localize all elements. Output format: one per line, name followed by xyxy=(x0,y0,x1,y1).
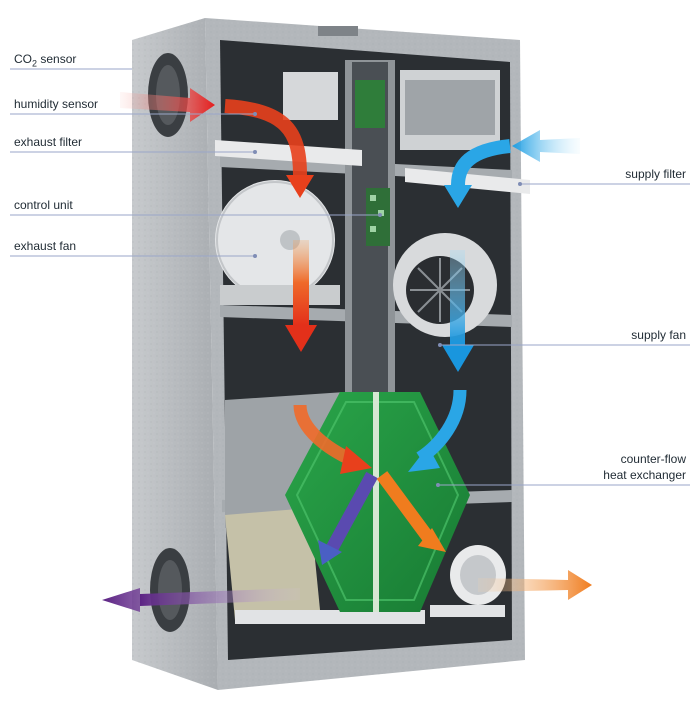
label-supply-filter: supply filter xyxy=(625,167,686,181)
leader-lines xyxy=(10,68,690,486)
supply-filter-bar xyxy=(405,168,530,194)
outdoor-air-arrow xyxy=(408,130,580,472)
exhaust-filter-bar xyxy=(215,140,362,166)
side-panel xyxy=(132,18,218,690)
exhaust-air-arrow xyxy=(102,471,378,612)
label-co2-sensor: CO2 sensor xyxy=(14,52,77,69)
leader-dots xyxy=(253,112,522,487)
co2-sensor-box xyxy=(283,72,338,120)
label-heat-exchanger-line2: heat exchanger xyxy=(603,468,686,482)
label-humidity-sensor: humidity sensor xyxy=(14,97,99,111)
upper-components xyxy=(215,70,530,246)
airflow-arrows xyxy=(102,88,592,612)
humidity-sensor-board xyxy=(355,80,385,128)
label-exhaust-filter: exhaust filter xyxy=(14,135,83,149)
supply-air-arrow xyxy=(376,471,592,600)
label-control-unit: control unit xyxy=(14,198,73,212)
control-unit-board xyxy=(366,188,390,246)
label-supply-fan: supply fan xyxy=(631,328,686,342)
supply-fan xyxy=(393,233,497,337)
label-heat-exchanger-line1: counter-flow xyxy=(620,452,686,466)
label-exhaust-fan: exhaust fan xyxy=(14,239,77,253)
